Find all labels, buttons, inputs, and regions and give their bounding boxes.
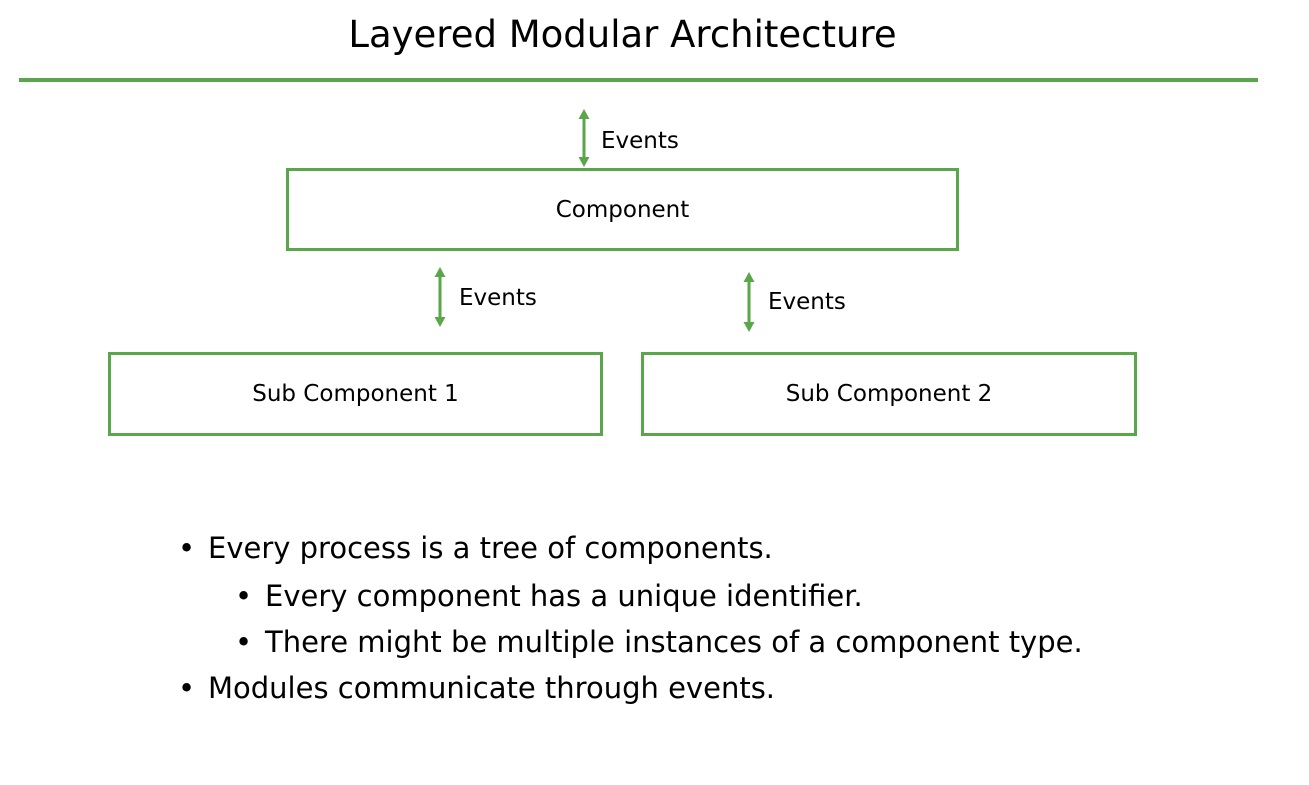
events-label-top: Events — [601, 128, 679, 154]
bullet-list: Every process is a tree of components. E… — [178, 530, 1083, 706]
sub-component-1-box: Sub Component 1 — [108, 352, 603, 436]
component-box: Component — [286, 168, 959, 251]
title-divider — [19, 78, 1258, 82]
sub-component-1-label: Sub Component 1 — [252, 381, 459, 407]
bullet-item: Modules communicate through events. — [178, 670, 1083, 706]
sub-bullet-item: There might be multiple instances of a c… — [235, 624, 1083, 660]
bidirectional-arrow-icon — [743, 272, 755, 332]
bidirectional-arrow-icon — [434, 267, 446, 327]
sub-bullet-list: Every component has a unique identifier.… — [235, 578, 1083, 660]
bidirectional-arrow-icon — [578, 109, 590, 167]
bullet-item: Every process is a tree of components. — [178, 530, 1083, 566]
page-title: Layered Modular Architecture — [348, 13, 897, 56]
component-label: Component — [555, 196, 690, 223]
events-label-right: Events — [768, 289, 846, 315]
sub-component-2-box: Sub Component 2 — [641, 352, 1137, 436]
sub-component-2-label: Sub Component 2 — [785, 381, 993, 407]
sub-bullet-item: Every component has a unique identifier. — [235, 578, 1083, 614]
events-label-left: Events — [459, 285, 537, 311]
